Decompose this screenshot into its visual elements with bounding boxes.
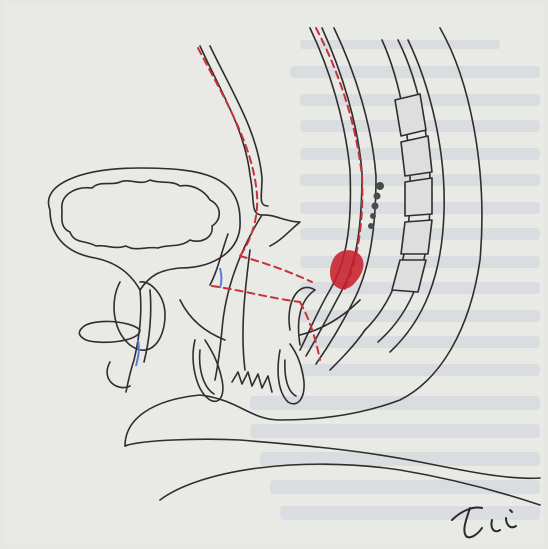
pelvis-illustration (0, 0, 548, 549)
